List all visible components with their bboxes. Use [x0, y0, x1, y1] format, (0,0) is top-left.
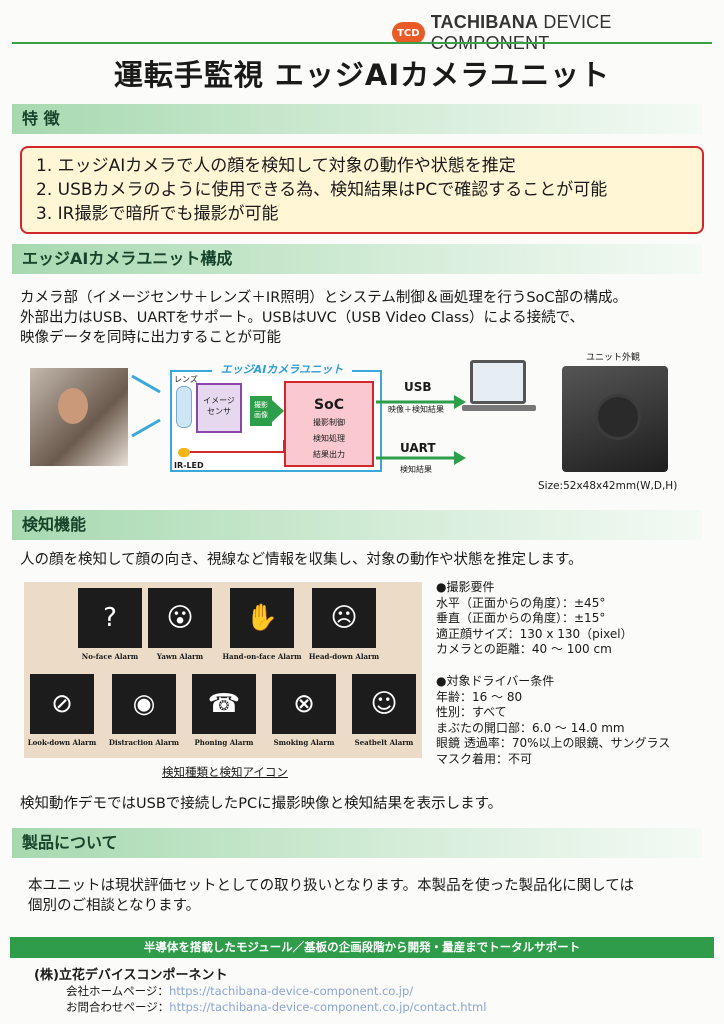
- camera-view-lines: [131, 374, 161, 438]
- head-down-icon: ☹: [312, 588, 376, 648]
- req-line: 垂直（正面からの角度）：±15°: [436, 611, 606, 625]
- soc-block: SoC 撮影制御 検知処理 結果出力: [284, 381, 374, 467]
- distraction-icon: ◉: [112, 674, 176, 734]
- config-line: 映像データを同時に出力することが可能: [20, 330, 281, 346]
- alarm-label: Distraction Alarm: [108, 738, 180, 747]
- homepage-row: 会社ホームページ：https://tachibana-device-compon…: [66, 983, 413, 999]
- unit-size: Size:52x48x42mm(W,D,H): [538, 480, 678, 492]
- config-line: カメラ部（イメージセンサ＋レンズ＋IR照明）とシステム制御＆画処理を行うSoC部…: [20, 290, 628, 306]
- contact-link[interactable]: https://tachibana-device-component.co.jp…: [169, 1000, 487, 1014]
- icons-caption: 検知種類と検知アイコン: [162, 765, 288, 779]
- alarm-label: Yawn Alarm: [156, 652, 204, 661]
- soc-sub-label: 撮影制御: [313, 418, 345, 427]
- brand-name: TACHIBANA DEVICE COMPONENT: [430, 12, 612, 53]
- section-product-heading: 製品について: [12, 828, 702, 858]
- usb-sub-label: 映像＋検知結果: [388, 405, 444, 414]
- req-line: 適正顔サイズ：130 x 130（pixel）: [436, 626, 633, 641]
- driver-requirements: ●対象ドライバー条件 年齢：16 ～ 80 性別：すべて まぶたの開口部：6.0…: [436, 674, 670, 767]
- req-line: 眼鏡 透過率：70%以上の眼鏡、サングラス: [436, 736, 671, 750]
- capture-label: 画像: [254, 411, 268, 419]
- req-heading: ●対象ドライバー条件: [436, 674, 555, 688]
- company-name: (株)立花デバイスコンポーネント: [34, 968, 228, 983]
- driver-face-icon: [58, 388, 88, 424]
- req-line: 性別：すべて: [436, 705, 507, 719]
- camera-lens-icon: [595, 394, 641, 440]
- req-line: 年齢：16 ～ 80: [436, 689, 523, 704]
- capture-arrow: 撮影 画像: [250, 396, 272, 426]
- alarm-label: Smoking Alarm: [273, 738, 335, 747]
- req-line: カメラとの距離：40 ～ 100 cm: [436, 642, 612, 656]
- uart-sub-label: 検知結果: [400, 465, 432, 474]
- smoking-icon: ⊗: [272, 674, 336, 734]
- section-features-heading: 特 徴: [12, 104, 702, 134]
- laptop-base-icon: [462, 405, 536, 411]
- soc-label: SoC: [314, 397, 344, 413]
- usb-label: USB: [404, 380, 432, 394]
- diagram-title: エッジAIカメラユニット: [212, 361, 352, 377]
- demo-description: 検知動作デモではUSBで接続したPCに撮影映像と検知結果を表示します。: [20, 796, 503, 812]
- seatbelt-icon: ☺: [352, 674, 416, 734]
- alarm-label: Head-down Alarm: [308, 652, 380, 661]
- ir-led-line: [190, 440, 285, 453]
- header-divider: [12, 42, 712, 44]
- uart-label: UART: [400, 441, 436, 455]
- product-line: 個別のご相談となります。: [28, 898, 201, 914]
- alarm-label: Seatbelt Alarm: [354, 738, 414, 747]
- features-box: 1. エッジAIカメラで人の顔を検知して対象の動作や状態を推定 2. USBカメ…: [20, 146, 704, 234]
- feature-item: 3. IR撮影で暗所でも撮影が可能: [36, 204, 279, 224]
- lens-label: レンズ: [174, 375, 198, 384]
- capture-requirements: ●撮影要件 水平（正面からの角度）：±45° 垂直（正面からの角度）：±15° …: [436, 580, 633, 658]
- soc-sub-label: 検知処理: [313, 434, 345, 443]
- alarm-icons-panel: ? No-face Alarm 😮 Yawn Alarm ✋ Hand-on-f…: [24, 582, 422, 758]
- lens-icon: [176, 386, 192, 428]
- footer-banner: 半導体を搭載したモジュール／基板の企画段階から開発・量産までトータルサポート: [10, 937, 714, 958]
- config-line: 外部出力はUSB、UARTをサポート。USBはUVC（USB Video Cla…: [20, 310, 585, 326]
- page-title: 運転手監視 エッジAIカメラユニット: [113, 58, 611, 92]
- capture-label: 撮影: [254, 401, 268, 409]
- config-description: カメラ部（イメージセンサ＋レンズ＋IR照明）とシステム制御＆画処理を行うSoC部…: [20, 288, 627, 348]
- contact-row: お問合わせページ：https://tachibana-device-compon…: [66, 999, 486, 1015]
- feature-item: 1. エッジAIカメラで人の顔を検知して対象の動作や状態を推定: [36, 156, 516, 176]
- sensor-label: センサ: [207, 407, 231, 416]
- homepage-label: 会社ホームページ：: [66, 984, 169, 998]
- feature-item: 2. USBカメラのように使用できる為、検知結果はPCで確認することが可能: [36, 180, 608, 200]
- detect-description: 人の顔を検知して顔の向き、視線など情報を収集し、対象の動作や状態を推定します。: [20, 552, 583, 568]
- section-detect-heading: 検知機能: [12, 510, 702, 540]
- product-line: 本ユニットは現状評価セットとしての取り扱いとなります。本製品を使った製品化に関し…: [28, 878, 634, 894]
- alarm-label: No-face Alarm: [81, 652, 139, 661]
- product-description: 本ユニットは現状評価セットとしての取り扱いとなります。本製品を使った製品化に関し…: [28, 876, 634, 916]
- req-line: 水平（正面からの角度）：±45°: [436, 595, 606, 610]
- alarm-label: Look-down Alarm: [27, 738, 97, 747]
- look-down-icon: ⊘: [30, 674, 94, 734]
- brand-logo-icon: TCD: [392, 22, 425, 44]
- yawn-icon: 😮: [148, 588, 212, 648]
- alarm-label: Hand-on-face Alarm: [222, 652, 302, 661]
- ir-led-icon: [178, 448, 190, 457]
- brand-header: TCD TACHIBANA DEVICE COMPONENT: [392, 12, 724, 54]
- image-sensor-block: イメージ センサ: [196, 383, 242, 433]
- soc-sub-label: 結果出力: [313, 450, 345, 459]
- req-line: まぶたの開口部：6.0 ～ 14.0 mm: [436, 720, 625, 735]
- sensor-label: イメージ: [203, 396, 235, 405]
- hand-on-face-icon: ✋: [230, 588, 294, 648]
- alarm-label: Phoning Alarm: [194, 738, 254, 747]
- contact-label: お問合わせページ：: [66, 1000, 170, 1014]
- homepage-link[interactable]: https://tachibana-device-component.co.jp…: [168, 984, 414, 998]
- phone-icon: ☎: [192, 674, 256, 734]
- ir-led-label: IR-LED: [174, 461, 204, 470]
- laptop-icon: [470, 360, 526, 404]
- capture-arrow-head-icon: [272, 400, 284, 422]
- face-missing-icon: ?: [78, 588, 142, 648]
- output-arrows: [376, 395, 466, 465]
- section-config-heading: エッジAIカメラユニット構成: [12, 244, 702, 274]
- req-line: マスク着用：不可: [436, 751, 533, 766]
- unit-appearance-label: ユニット外観: [586, 353, 641, 363]
- req-heading: ●撮影要件: [436, 580, 495, 594]
